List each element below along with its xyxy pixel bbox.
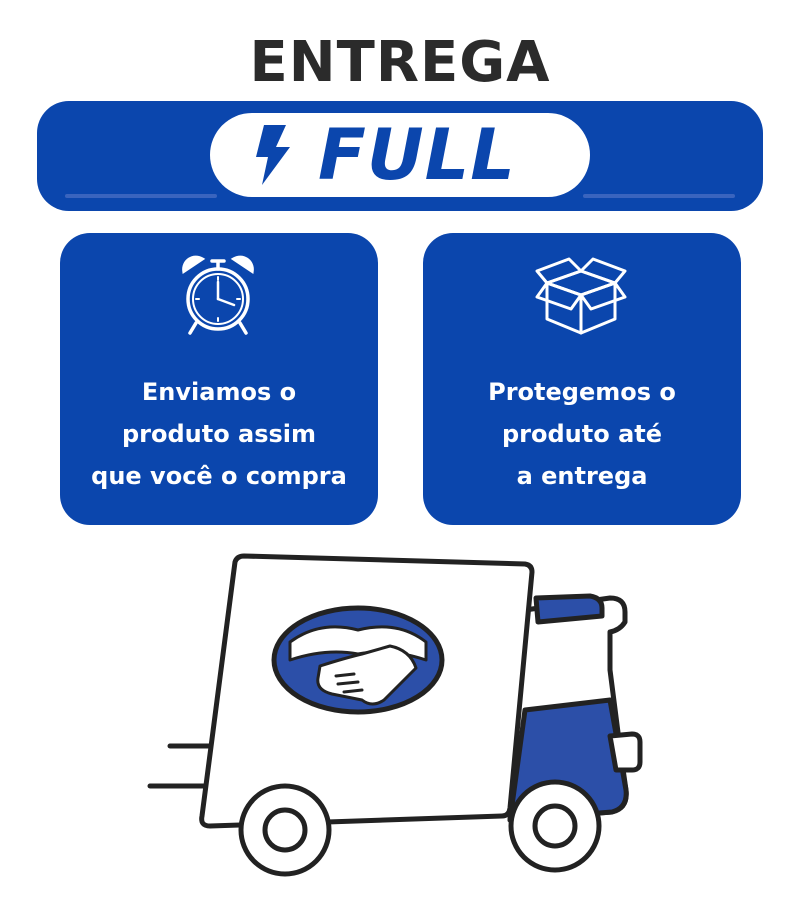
lightning-bolt-icon [256, 125, 290, 185]
alarm-clock-icon [182, 255, 254, 335]
card-text-line: produto até [501, 420, 663, 448]
card-shipping: Enviamos o produto assim que você o comp… [60, 233, 378, 525]
full-badge: FULL [210, 113, 590, 197]
handshake-logo [271, 605, 445, 715]
card-shipping-text: Enviamos o produto assim que você o comp… [60, 371, 378, 497]
card-text-line: que você o compra [91, 462, 347, 490]
card-protection-text: Protegemos o produto até a entrega [423, 371, 741, 497]
open-box-icon [535, 257, 627, 335]
full-banner: FULL [37, 101, 763, 211]
card-text-line: produto assim [121, 420, 317, 448]
card-protection: Protegemos o produto até a entrega [423, 233, 741, 525]
delivery-truck-icon [147, 553, 643, 877]
card-text-line: Protegemos o [488, 378, 676, 406]
card-text-line: a entrega [516, 462, 648, 490]
card-text-line: Enviamos o [141, 378, 297, 406]
banner-divider [65, 194, 217, 198]
banner-divider [583, 194, 735, 198]
page-title: ENTREGA [249, 30, 551, 95]
full-label: FULL [318, 114, 516, 196]
